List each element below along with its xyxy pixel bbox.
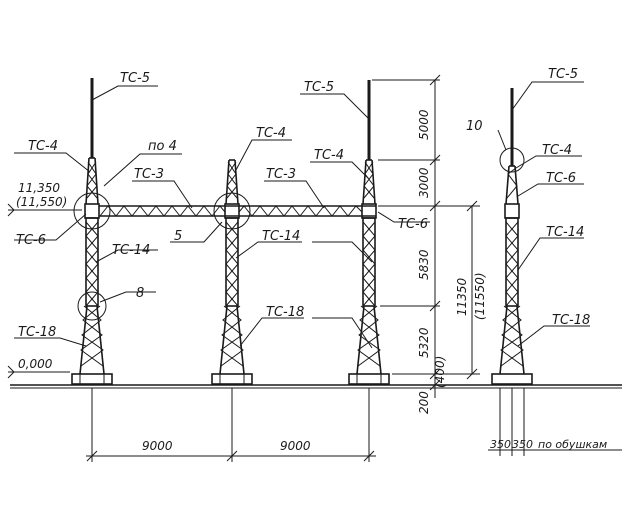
label-tc6-side: ТС-6 — [546, 171, 576, 186]
level-top-alt: (11,550) — [16, 195, 67, 209]
dim-5320: 5320 — [417, 327, 431, 358]
label-tc5-col3: ТС-5 — [304, 80, 334, 95]
dim-po-obushkam: по обушкам — [538, 438, 607, 451]
leader-lines — [14, 81, 590, 349]
label-tc4-col2: ТС-4 — [256, 126, 286, 141]
label-tc18-side: ТС-18 — [552, 313, 590, 328]
label-tc5-col1: ТС-5 — [120, 71, 150, 86]
dim-5000: 5000 — [417, 109, 431, 140]
dim-side-350a: 350 — [490, 438, 511, 451]
detail-circle-8 — [77, 291, 107, 321]
label-tc3-left: ТС-3 — [134, 167, 164, 182]
label-tc14-col1: ТС-14 — [112, 243, 150, 258]
dim-11550: (11550) — [473, 272, 487, 320]
label-tc6-col3: ТС-6 — [398, 217, 428, 232]
dim-200: 200 — [417, 391, 431, 414]
label-po4: по 4 — [148, 139, 177, 154]
dimension-labels: 5000 3000 5830 5320 (400) 200 11350 (115… — [142, 109, 607, 453]
label-ref5: 5 — [174, 229, 182, 244]
label-tc4-side: ТС-4 — [542, 143, 572, 158]
level-top: 11,350 — [18, 181, 60, 195]
dim-span1: 9000 — [142, 439, 173, 453]
side-view-column — [491, 88, 533, 385]
label-tc3-right: ТС-3 — [266, 167, 296, 182]
column-2 — [211, 159, 253, 385]
column-3 — [348, 80, 390, 385]
detail-circle-5 — [213, 192, 251, 230]
dim-11350: 11350 — [455, 277, 469, 316]
dim-3000: 3000 — [417, 167, 431, 198]
dim-400: (400) — [433, 356, 447, 388]
label-tc6-col1: ТС-6 — [16, 233, 46, 248]
label-tc18-col1: ТС-18 — [18, 325, 56, 340]
dimension-lines — [86, 74, 622, 462]
detail-circle-10 — [499, 147, 525, 173]
label-ref10: 10 — [466, 119, 483, 134]
label-tc14-side: ТС-14 — [546, 225, 584, 240]
label-tc18-col2: ТС-18 — [266, 305, 304, 320]
column-1 — [71, 78, 113, 385]
level-marks — [7, 203, 82, 379]
dim-5830: 5830 — [417, 249, 431, 280]
label-tc4-col1: ТС-4 — [28, 139, 58, 154]
level-ground: 0,000 — [18, 357, 53, 371]
dim-span2: 9000 — [280, 439, 311, 453]
label-tc14-col2: ТС-14 — [262, 229, 300, 244]
level-labels: 11,350 (11,550) 0,000 — [16, 181, 67, 371]
dim-side-350b: 350 — [512, 438, 533, 451]
truss-beams — [99, 205, 376, 217]
label-tc5-side: ТС-5 — [548, 67, 578, 82]
label-tc4-col3: ТС-4 — [314, 148, 344, 163]
detail-circle-4 — [73, 192, 111, 230]
label-ref8: 8 — [136, 286, 144, 301]
component-labels: ТС-5 ТС-4 по 4 ТС-3 ТС-6 ТС-14 8 ТС-18 5… — [16, 67, 590, 340]
